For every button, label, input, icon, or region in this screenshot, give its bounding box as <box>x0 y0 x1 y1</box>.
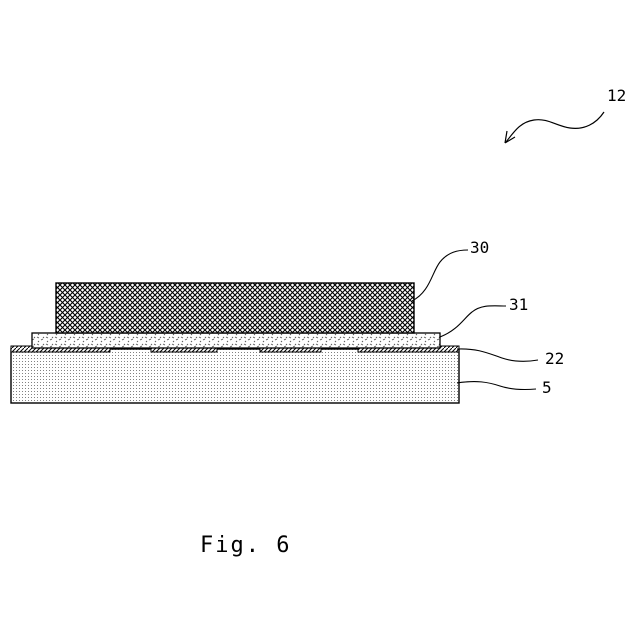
label-31: 31 <box>509 295 528 314</box>
substrate-layer <box>11 349 459 403</box>
bonding-layer <box>32 333 440 348</box>
leader-line-30 <box>412 250 468 301</box>
figure-caption: Fig. 6 <box>200 533 291 558</box>
label-30: 30 <box>470 238 489 257</box>
top-block <box>56 283 414 333</box>
assembly-arrow <box>505 112 604 143</box>
assembly-label: 12 <box>607 86 626 105</box>
label-22: 22 <box>545 349 564 368</box>
label-5: 5 <box>542 378 552 397</box>
leader-line-22 <box>457 349 538 361</box>
leader-line-31 <box>440 306 506 337</box>
leader-line-5 <box>457 382 536 390</box>
